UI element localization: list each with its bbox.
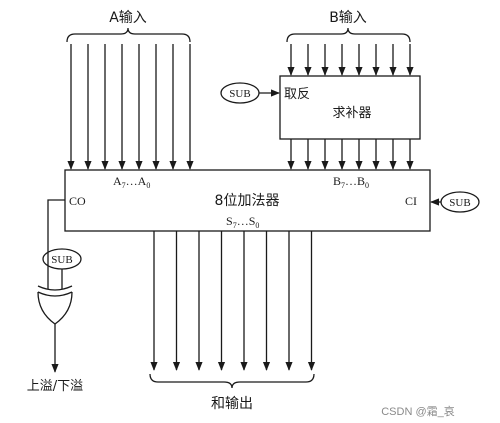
carry-out-wire xyxy=(47,199,65,289)
input-b-bus xyxy=(287,44,414,76)
sum-output-brace xyxy=(149,373,315,389)
watermark: CSDN @霜_哀 xyxy=(381,404,455,418)
sub-left-label: SUB xyxy=(51,254,72,266)
sub-right-label: SUB xyxy=(449,197,470,209)
carry-in-label: CI xyxy=(405,194,417,208)
negate-label: 取反 xyxy=(284,87,310,102)
input-b-brace xyxy=(286,27,411,43)
a-bits-label: A7…A0 xyxy=(113,174,150,190)
sum-bits-label: S7…S0 xyxy=(226,214,259,230)
complementer-label: 求补器 xyxy=(332,106,371,121)
input-b-label: B输入 xyxy=(329,10,367,26)
sub-top-label: SUB xyxy=(229,88,250,100)
overflow-label: 上溢/下溢 xyxy=(27,379,83,394)
b-bits-label: B7…B0 xyxy=(333,174,369,190)
sum-output-label: 和输出 xyxy=(211,396,253,412)
complementer-box xyxy=(279,75,421,140)
carry-out-label: CO xyxy=(69,194,86,208)
xor-gate xyxy=(37,285,73,325)
input-a-brace xyxy=(66,27,191,43)
adder-label: 8位加法器 xyxy=(215,193,280,209)
input-a-label: A输入 xyxy=(109,10,147,26)
sum-output-bus xyxy=(150,231,316,371)
complement-bus xyxy=(287,139,414,170)
input-a-bus xyxy=(67,44,194,170)
